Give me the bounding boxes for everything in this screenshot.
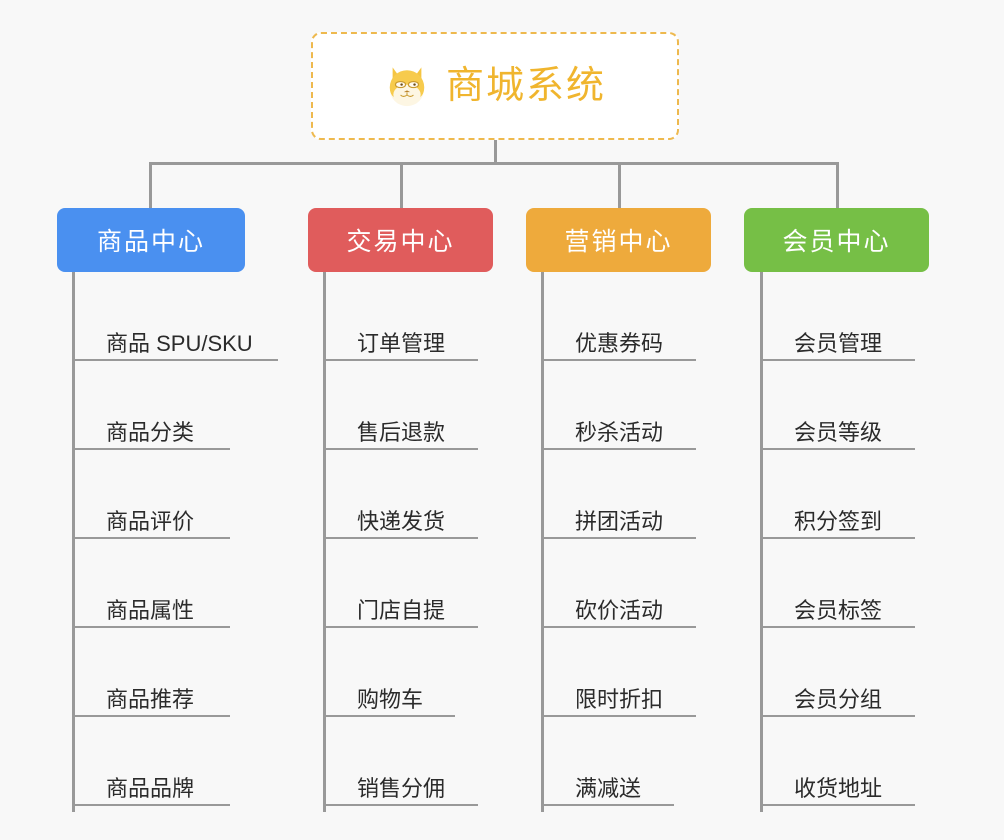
- leaf-item[interactable]: 秒杀活动: [541, 361, 696, 450]
- leaf-item[interactable]: 商品 SPU/SKU: [72, 272, 278, 361]
- branch-header-label: 交易中心: [346, 228, 455, 256]
- leaf-item[interactable]: 商品分类: [72, 361, 230, 450]
- leaf-item[interactable]: 购物车: [323, 628, 455, 717]
- leaf-item[interactable]: 商品品牌: [72, 717, 230, 806]
- leaf-label: 优惠券码: [575, 330, 664, 356]
- leaf-label: 商品 SPU/SKU: [106, 330, 253, 356]
- leaf-item[interactable]: 订单管理: [323, 272, 478, 361]
- root-title: 商城系统: [445, 65, 606, 107]
- leaf-item[interactable]: 快递发货: [323, 450, 478, 539]
- leaf-label: 商品评价: [106, 508, 195, 534]
- column-trunk-line: [541, 272, 544, 812]
- branch-header-product-center[interactable]: 商品中心: [57, 208, 245, 272]
- leaf-label: 快递发货: [357, 508, 446, 534]
- leaf-label: 会员等级: [794, 419, 883, 445]
- connector-drop-4: [836, 162, 839, 208]
- branch-header-label: 商品中心: [96, 228, 205, 256]
- column-trunk-line: [760, 272, 763, 812]
- leaf-item[interactable]: 门店自提: [323, 539, 478, 628]
- leaf-item[interactable]: 限时折扣: [541, 628, 696, 717]
- leaf-item[interactable]: 会员等级: [760, 361, 915, 450]
- branch-header-label: 会员中心: [782, 228, 891, 256]
- leaf-label: 购物车: [357, 686, 424, 712]
- column-trunk-line: [72, 272, 75, 812]
- leaf-item[interactable]: 销售分佣: [323, 717, 478, 806]
- leaf-item[interactable]: 商品评价: [72, 450, 230, 539]
- root-node[interactable]: 商城系统: [311, 32, 679, 140]
- leaf-label: 积分签到: [794, 508, 883, 534]
- leaf-item[interactable]: 砍价活动: [541, 539, 696, 628]
- leaf-item[interactable]: 商品属性: [72, 539, 230, 628]
- connector-drop-2: [400, 162, 403, 208]
- leaf-label: 拼团活动: [575, 508, 664, 534]
- leaf-label: 商品推荐: [106, 686, 195, 712]
- branch-items-member-center: 会员管理 会员等级 积分签到 会员标签 会员分组 收货地址: [760, 272, 920, 812]
- branch-items-product-center: 商品 SPU/SKU 商品分类 商品评价 商品属性 商品推荐 商品品牌: [72, 272, 282, 812]
- leaf-item[interactable]: 商品推荐: [72, 628, 230, 717]
- leaf-item[interactable]: 优惠券码: [541, 272, 696, 361]
- leaf-item[interactable]: 满减送: [541, 717, 674, 806]
- leaf-item[interactable]: 积分签到: [760, 450, 915, 539]
- leaf-label: 会员标签: [794, 597, 883, 623]
- leaf-item[interactable]: 售后退款: [323, 361, 478, 450]
- branch-items-marketing-center: 优惠券码 秒杀活动 拼团活动 砍价活动 限时折扣 满减送: [541, 272, 701, 812]
- leaf-label: 砍价活动: [575, 597, 664, 623]
- leaf-label: 收货地址: [794, 775, 883, 801]
- leaf-label: 商品品牌: [106, 775, 195, 801]
- connector-horizontal-bus: [149, 162, 839, 165]
- leaf-label: 订单管理: [357, 330, 446, 356]
- leaf-label: 商品分类: [106, 419, 195, 445]
- leaf-label: 销售分佣: [357, 775, 446, 801]
- leaf-label: 门店自提: [357, 597, 446, 623]
- connector-drop-3: [618, 162, 621, 208]
- leaf-label: 会员管理: [794, 330, 883, 356]
- branch-header-marketing-center[interactable]: 营销中心: [526, 208, 711, 272]
- connector-drop-1: [149, 162, 152, 208]
- leaf-label: 会员分组: [794, 686, 883, 712]
- dog-face-icon: [389, 67, 425, 107]
- leaf-item[interactable]: 拼团活动: [541, 450, 696, 539]
- connector-root-stem: [494, 140, 497, 164]
- branch-header-trade-center[interactable]: 交易中心: [308, 208, 493, 272]
- branch-header-label: 营销中心: [564, 228, 673, 256]
- leaf-label: 限时折扣: [575, 686, 664, 712]
- leaf-item[interactable]: 收货地址: [760, 717, 915, 806]
- leaf-label: 满减送: [575, 775, 642, 801]
- branch-header-member-center[interactable]: 会员中心: [744, 208, 929, 272]
- leaf-label: 售后退款: [357, 419, 446, 445]
- leaf-item[interactable]: 会员分组: [760, 628, 915, 717]
- leaf-item[interactable]: 会员管理: [760, 272, 915, 361]
- leaf-label: 秒杀活动: [575, 419, 664, 445]
- leaf-item[interactable]: 会员标签: [760, 539, 915, 628]
- branch-items-trade-center: 订单管理 售后退款 快递发货 门店自提 购物车 销售分佣: [323, 272, 483, 812]
- leaf-label: 商品属性: [106, 597, 195, 623]
- column-trunk-line: [323, 272, 326, 812]
